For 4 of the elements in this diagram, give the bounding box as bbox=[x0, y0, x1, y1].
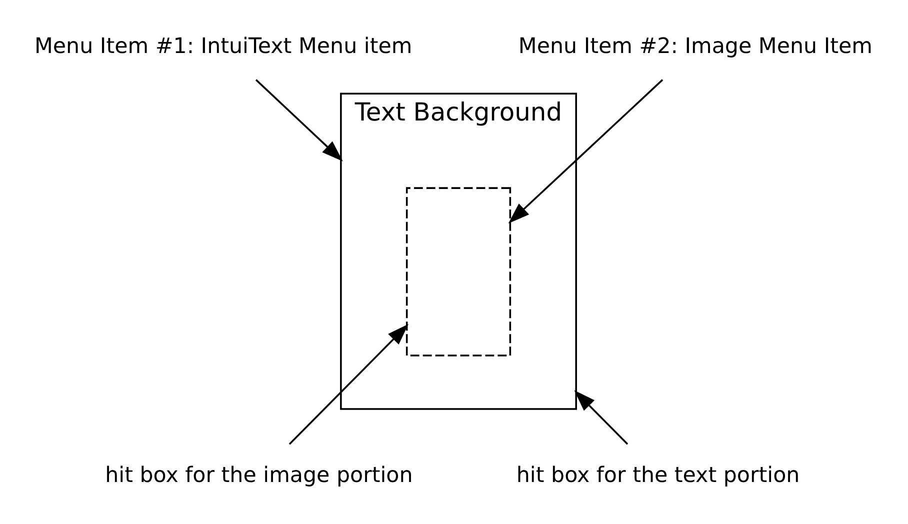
node-text: Menu Item #2: Image Menu Item bbox=[518, 34, 872, 59]
node-text: hit box for the text portion bbox=[516, 463, 800, 488]
node-text: Menu Item #1: IntuiText Menu item bbox=[34, 34, 412, 59]
node-text: hit box for the image portion bbox=[104, 463, 412, 488]
